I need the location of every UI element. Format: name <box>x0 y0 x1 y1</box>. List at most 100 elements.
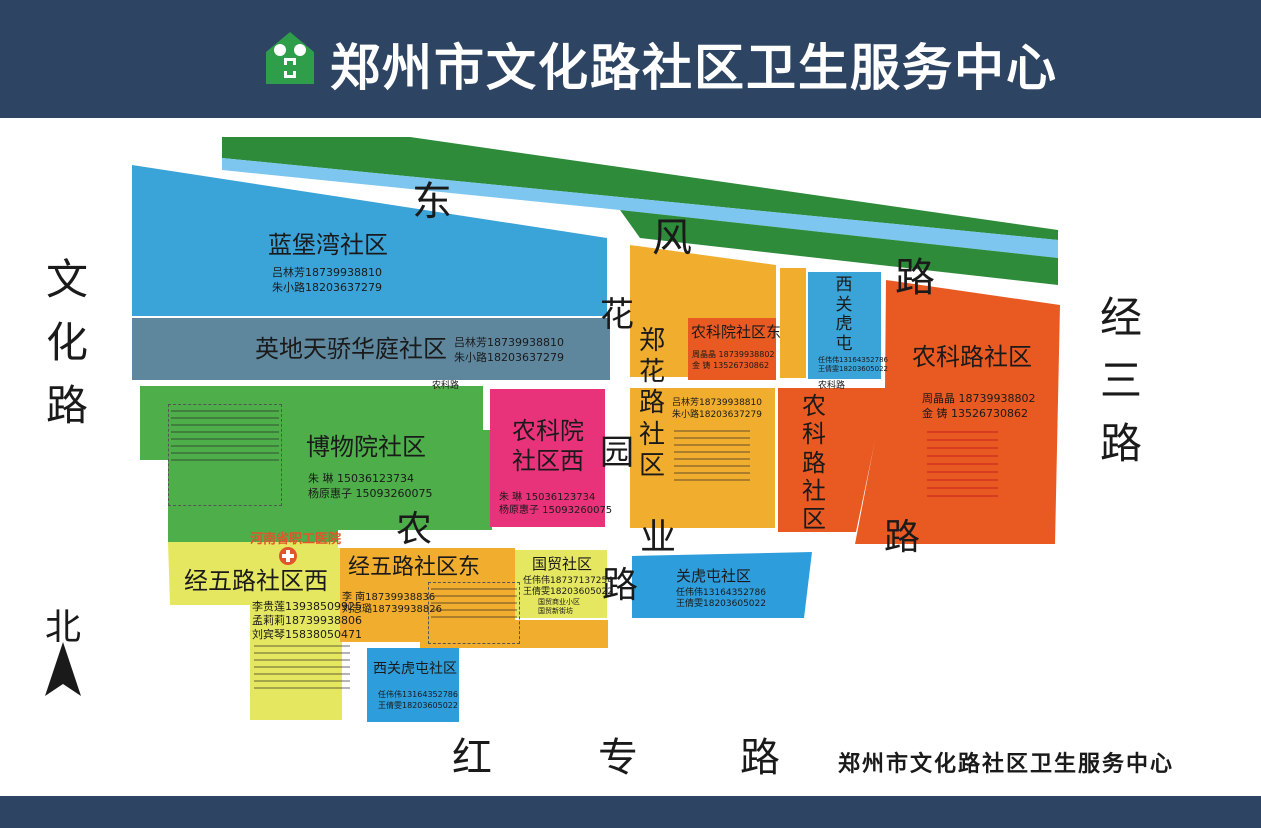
page-title: 郑州市文化路社区卫生服务中心 <box>330 39 1058 97</box>
zhenghua-contact-1: 吕林芳18739938810 <box>672 398 762 408</box>
guomao-name: 国贸社区 <box>532 555 593 573</box>
jingwu-xi-name: 经五路社区西 <box>184 567 328 595</box>
xiguanhutun-contact-2: 王倩雯18203605022 <box>378 701 458 710</box>
block-nongkelu-v <box>778 388 886 532</box>
header-bar: 郑州市文化路社区卫生服务中心 <box>0 0 1261 118</box>
block-guanhutun <box>632 552 812 618</box>
block-nongkelu <box>855 280 1060 544</box>
guomao-contact-3: 国贸商业小区 <box>538 598 580 606</box>
nongkeyuan-dong-contact-2: 金 铸 13526730862 <box>692 361 770 370</box>
road-hongzhuan-2: 专 <box>598 735 638 781</box>
north-arrow-icon <box>45 642 81 696</box>
road-wenhua-3: 路 <box>45 381 88 430</box>
jingwu-dong-building-list <box>428 582 520 644</box>
jingwu-dong-contact-2: 刘志璐18739938826 <box>342 604 442 615</box>
block-bowuyuan <box>140 386 492 542</box>
yingdi-contact-2: 朱小路18203637279 <box>454 351 564 364</box>
road-nongye-1: 农 <box>396 509 433 550</box>
xiguanhu-vertical: 西 关 虎 屯 <box>822 275 866 354</box>
road-nongye-3: 路 <box>602 565 639 606</box>
nongkeyuan-xi-name-1: 农科院 <box>512 417 584 445</box>
bowuyuan-name: 博物院社区 <box>306 433 426 461</box>
block-orange-strip <box>780 268 806 378</box>
xiguanhutun-name: 西关虎屯社区 <box>373 661 457 677</box>
road-jingsan-3: 路 <box>1099 419 1142 468</box>
nongkeyuan-xi-contact-1: 朱 琳 15036123734 <box>499 492 596 503</box>
jingwu-dong-name: 经五路社区东 <box>348 555 481 580</box>
block-xiguanhu-small <box>808 272 881 379</box>
zhenghua-char-2: 花 <box>638 357 665 388</box>
block-nongkeyuan-dong <box>688 318 776 380</box>
nongke-char-2: 科 <box>802 420 826 449</box>
block-nongkeyuan-xi <box>490 389 605 527</box>
jingwu-dong-contact-1: 李 南18739938836 <box>342 592 436 603</box>
road-jingsan-2: 三 <box>1099 356 1142 405</box>
zhenghua-contact-2: 朱小路18203637279 <box>672 410 762 420</box>
road-hongzhuan-3: 路 <box>740 735 780 781</box>
road-wenhua-2: 化 <box>45 318 88 367</box>
nongkeyuan-dong-contact-1: 周晶晶 18739938802 <box>692 350 775 359</box>
block-guomao <box>515 550 607 618</box>
road-dongfeng-2: 风 <box>652 215 692 261</box>
block-lanbaowan <box>132 165 607 316</box>
road-wenhua-1: 文 <box>45 255 88 304</box>
north-label: 北 <box>45 607 82 648</box>
nongke-char-4: 社 <box>802 476 826 505</box>
road-dongfeng-1: 东 <box>412 179 452 225</box>
yingdi-name: 英地天骄华庭社区 <box>255 335 447 363</box>
zhenghua-char-5: 区 <box>638 450 665 481</box>
river-green-band-bottom <box>620 210 1058 285</box>
guanhutun-contact-1: 任伟伟13164352786 <box>676 588 766 598</box>
zhenghua-building-list <box>672 425 752 520</box>
road-nongye-2: 业 <box>640 517 677 558</box>
block-jingwu-xi-lower <box>250 605 342 720</box>
road-jingsan: 经 三 路 <box>1098 286 1144 475</box>
road-hongzhuan-1: 红 <box>452 735 492 781</box>
jingwu-xi-building-list <box>252 640 352 718</box>
road-nongke-small-2: 农科路 <box>818 381 846 391</box>
lanbaowan-contact-2: 朱小路18203637279 <box>272 281 382 294</box>
zhenghua-char-4: 社 <box>638 419 665 450</box>
xiguanhu-small-contact-1: 任伟伟13164352786 <box>818 356 888 364</box>
nongkeyuan-xi-name-2: 社区西 <box>512 447 584 475</box>
road-huayuan-1: 花 <box>600 295 634 335</box>
block-jingwu-dong <box>340 548 420 642</box>
nongkelu-name: 农科路社区 <box>912 343 1032 371</box>
guomao-contact-1: 任伟伟18737137254 <box>523 576 613 586</box>
guanhutun-name: 关虎屯社区 <box>676 567 752 585</box>
lanbaowan-name: 蓝堡湾社区 <box>268 231 388 259</box>
zhenghua-char-3: 路 <box>638 388 665 419</box>
lanbaowan-contact-1: 吕林芳18739938810 <box>272 266 382 279</box>
xiguanhu-char-3: 虎 <box>835 314 853 335</box>
jingwu-xi-contact-3: 刘宾琴15838050471 <box>252 628 362 641</box>
footer-bar <box>0 796 1261 828</box>
river-green-band-top <box>222 137 1058 240</box>
hospital-label: 河南省职工医院 <box>250 532 342 547</box>
xiguanhu-char-4: 屯 <box>835 333 853 354</box>
road-zhenghua-vertical: 郑 花 路 社 区 <box>630 326 674 482</box>
jingwu-xi-contact-2: 孟莉莉18739938806 <box>252 614 362 627</box>
road-nongke-small-1: 农科路 <box>432 381 460 391</box>
jingwu-xi-contact-1: 李贵莲13938509925 <box>252 600 362 613</box>
block-jingwu-xi <box>168 542 340 605</box>
community-health-logo-icon <box>266 32 314 84</box>
nongke-char-3: 路 <box>802 448 826 477</box>
block-zhenghua-lower <box>630 388 775 528</box>
guomao-contact-4: 国贸新街坊 <box>538 607 573 615</box>
road-dongfeng-3: 路 <box>895 255 935 301</box>
guomao-contact-2: 王倩雯18203605022 <box>523 587 613 597</box>
yingdi-contact-1: 吕林芳18739938810 <box>454 336 564 349</box>
bowuyuan-building-list <box>168 404 282 506</box>
nongkeyuan-xi-contact-2: 杨原惠子 15093260075 <box>499 505 613 516</box>
bowuyuan-contact-1: 朱 琳 15036123734 <box>308 472 414 485</box>
road-lu-bottom-right: 路 <box>884 517 921 558</box>
xiguanhu-small-contact-2: 王倩雯18203605022 <box>818 365 888 373</box>
road-huayuan-2: 园 <box>600 433 634 473</box>
road-jingsan-1: 经 <box>1099 293 1142 342</box>
nongke-char-1: 农 <box>802 392 826 420</box>
nongke-char-5: 区 <box>802 505 826 534</box>
nongkelu-building-list <box>925 425 1000 525</box>
block-yingdi <box>132 318 610 380</box>
guanhutun-contact-2: 王倩雯18203605022 <box>676 599 766 609</box>
